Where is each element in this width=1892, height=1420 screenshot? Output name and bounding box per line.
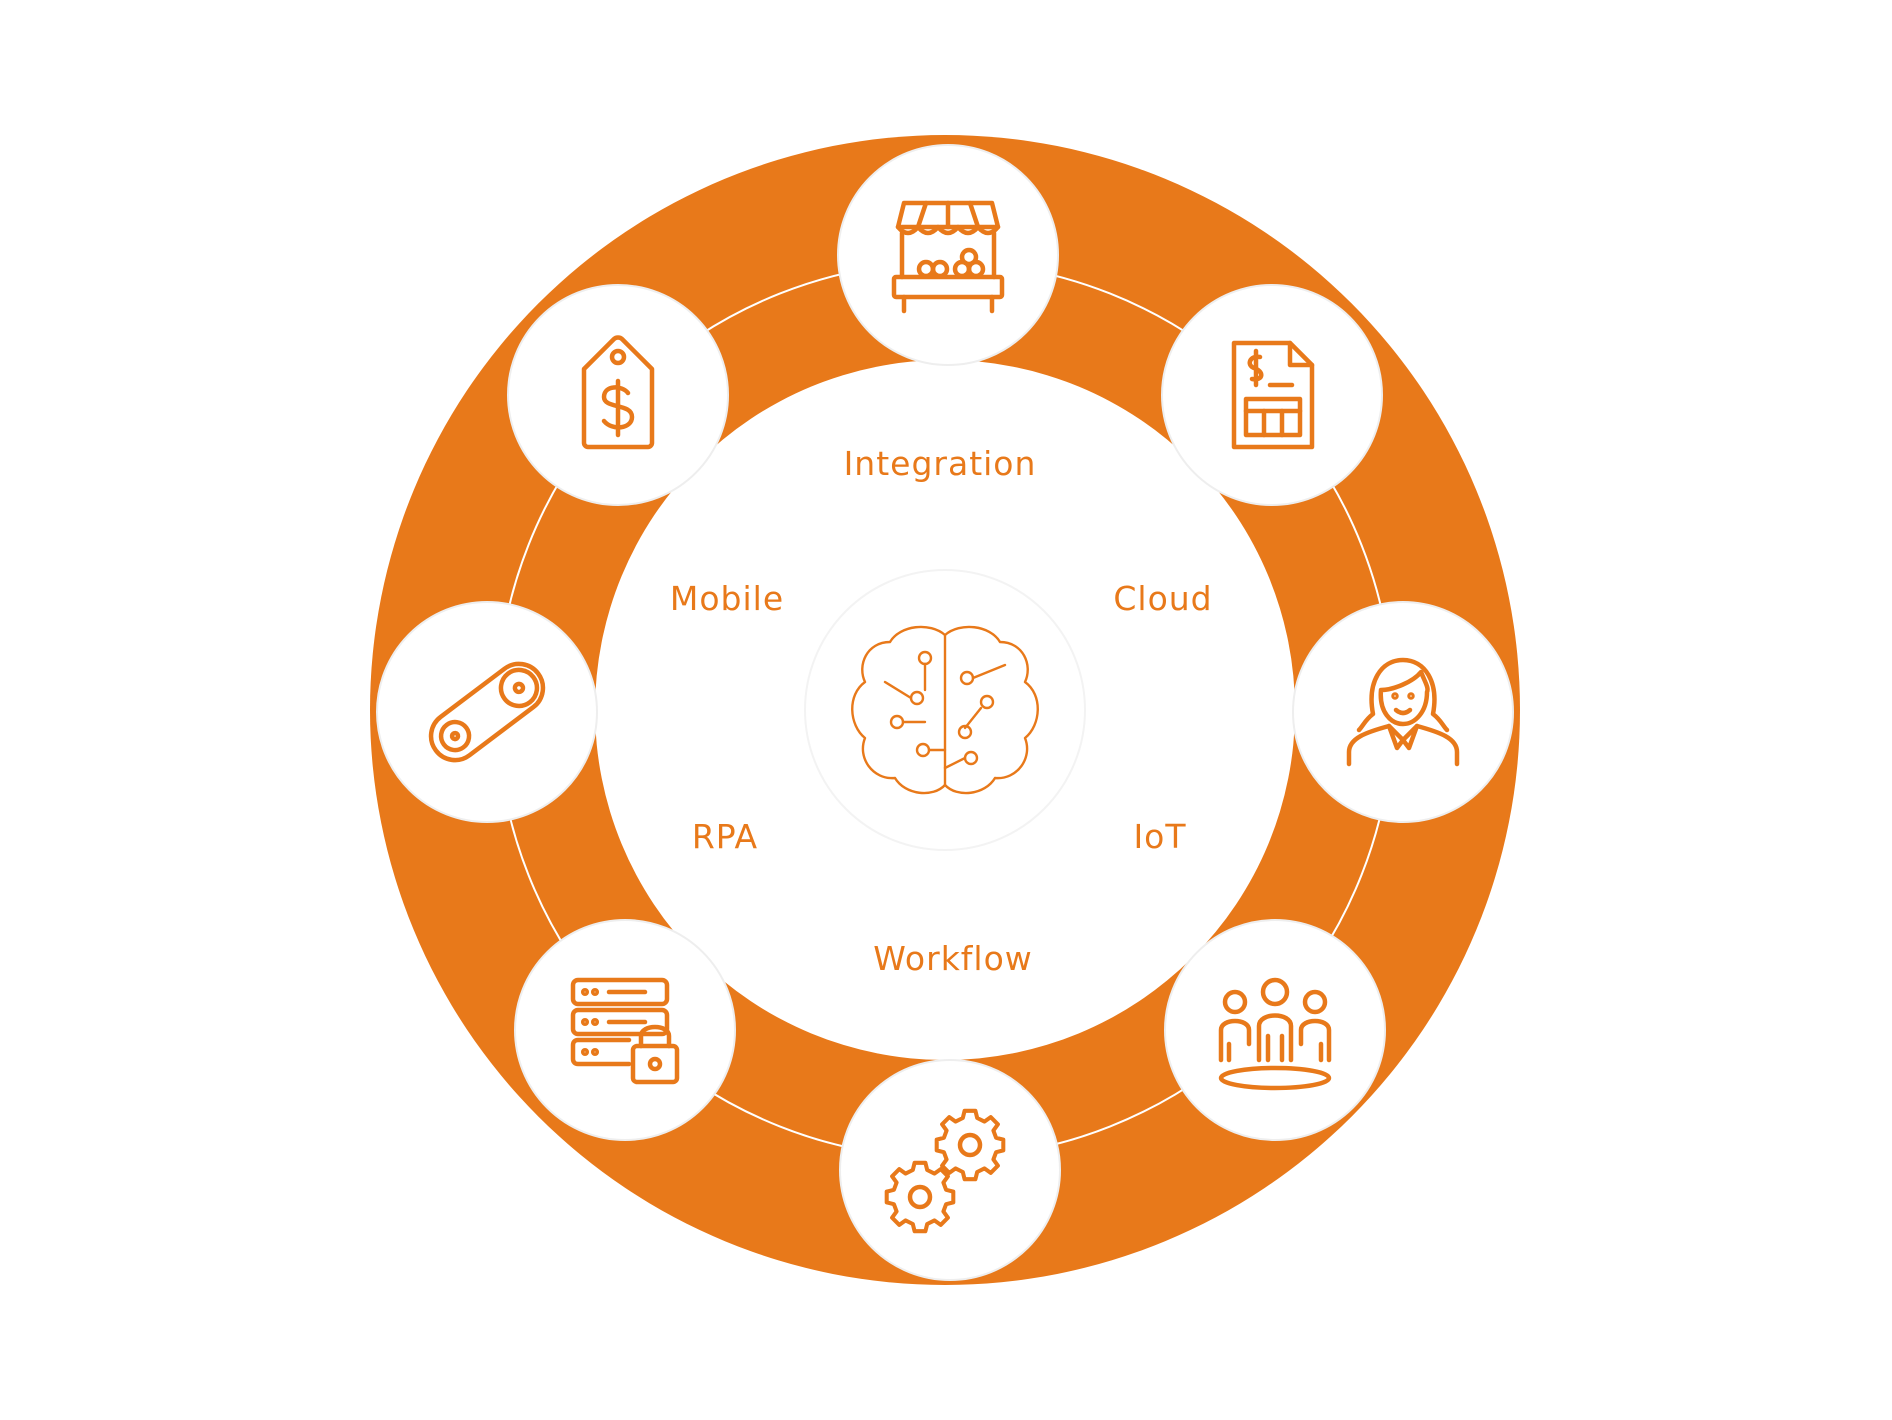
label-integration: Integration (844, 444, 1037, 483)
node-team (1164, 919, 1386, 1141)
node-invoice (1161, 284, 1383, 506)
label-cloud: Cloud (1113, 579, 1212, 618)
label-workflow: Workflow (873, 939, 1033, 978)
node-gears (839, 1059, 1061, 1281)
node-conveyor (376, 601, 598, 823)
label-iot: IoT (1133, 817, 1186, 856)
conveyor-belt-icon (428, 661, 546, 763)
market-stall-icon (891, 200, 1005, 314)
gears-icon (884, 1108, 1006, 1234)
server-lock-icon (570, 977, 680, 1085)
brain-circuit-icon (851, 625, 1039, 795)
label-mobile: Mobile (670, 579, 784, 618)
node-server-lock (514, 919, 736, 1141)
node-price-tag (507, 284, 729, 506)
label-rpa: RPA (692, 817, 758, 856)
invoice-document-icon (1231, 340, 1315, 450)
node-agent (1292, 601, 1514, 823)
team-group-icon (1218, 977, 1332, 1091)
agent-person-icon (1346, 657, 1460, 767)
price-tag-icon (581, 335, 655, 450)
node-market-stall (837, 144, 1059, 366)
